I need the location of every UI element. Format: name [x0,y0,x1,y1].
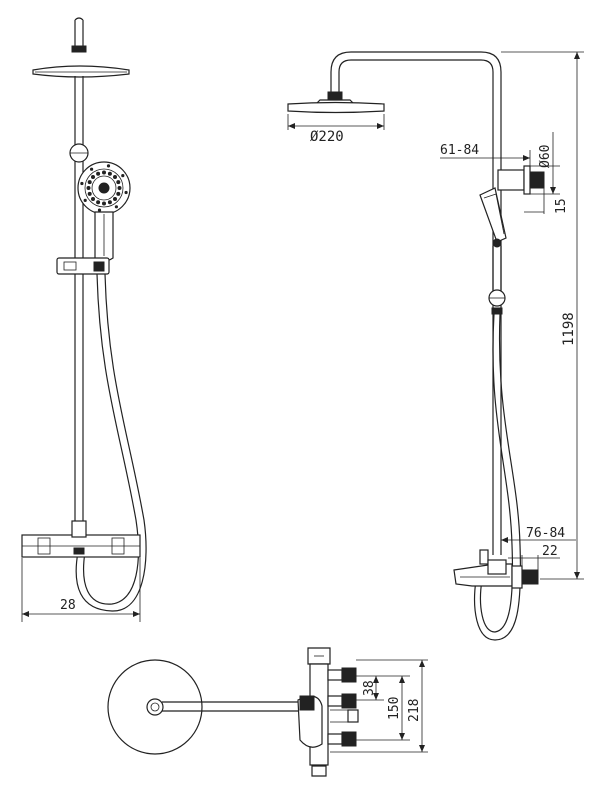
nozzle-dot [124,190,128,195]
side-view: Ø220 61-84 Ø60 15 [287,51,584,641]
arm-offset-label: 61-84 [440,143,479,158]
nozzle-dot [97,208,102,212]
plan-dim-150-label: 150 [387,697,402,720]
nozzle-dot [91,175,95,179]
front-hose-inner [75,273,147,612]
overall-height-label: 1198 [561,312,577,346]
nozzle-dot [106,164,111,168]
side-shower-head [287,101,385,114]
nozzle-dot [90,167,94,171]
plan-dim-38-label: 38 [362,680,377,696]
nozzle-dot [86,186,91,190]
nozzle-dot [114,205,118,209]
nozzle-dot [102,170,106,175]
mixer-size-label: 22 [542,544,558,559]
side-hose-inner [473,313,522,641]
side-wall-bracket [497,169,525,191]
nozzle-dot [102,201,106,206]
front-top-stem [74,17,84,48]
front-view: 28 [21,17,147,622]
nozzle-dot [117,186,122,190]
front-stem-nut [71,45,87,53]
front-shower-head [32,65,130,78]
hand-shower-nozzles [80,164,128,212]
nozzle-dot [87,191,92,196]
side-arm-outer [330,51,502,172]
front-width-label: 28 [60,598,76,613]
bracket-size-label: 15 [554,198,569,214]
nozzle-dot [116,180,121,185]
nozzle-dot [91,197,95,201]
nozzle-dot [107,200,112,205]
side-arm-inner [338,59,494,172]
nozzle-dot [121,174,125,178]
nozzle-dot [113,197,117,201]
head-diameter-label: Ø220 [310,129,344,145]
nozzle-dot [96,200,101,205]
nozzle-dot [87,180,92,185]
nozzle-dot [83,198,87,202]
nozzle-dot [107,171,112,176]
nozzle-dot [96,171,101,176]
arm-diameter-label: Ø60 [538,145,553,168]
nozzle-dot [116,191,121,196]
front-mixer-connector [71,520,87,538]
mixer-offset-label: 76-84 [526,526,565,541]
plan-view: 38 150 218 [107,647,428,777]
side-hand-shower [479,187,507,243]
side-mixer-wall-connector [521,569,539,585]
nozzle-dot [113,175,117,179]
plan-dim-218-label: 218 [407,699,422,722]
nozzle-dot [80,181,84,186]
